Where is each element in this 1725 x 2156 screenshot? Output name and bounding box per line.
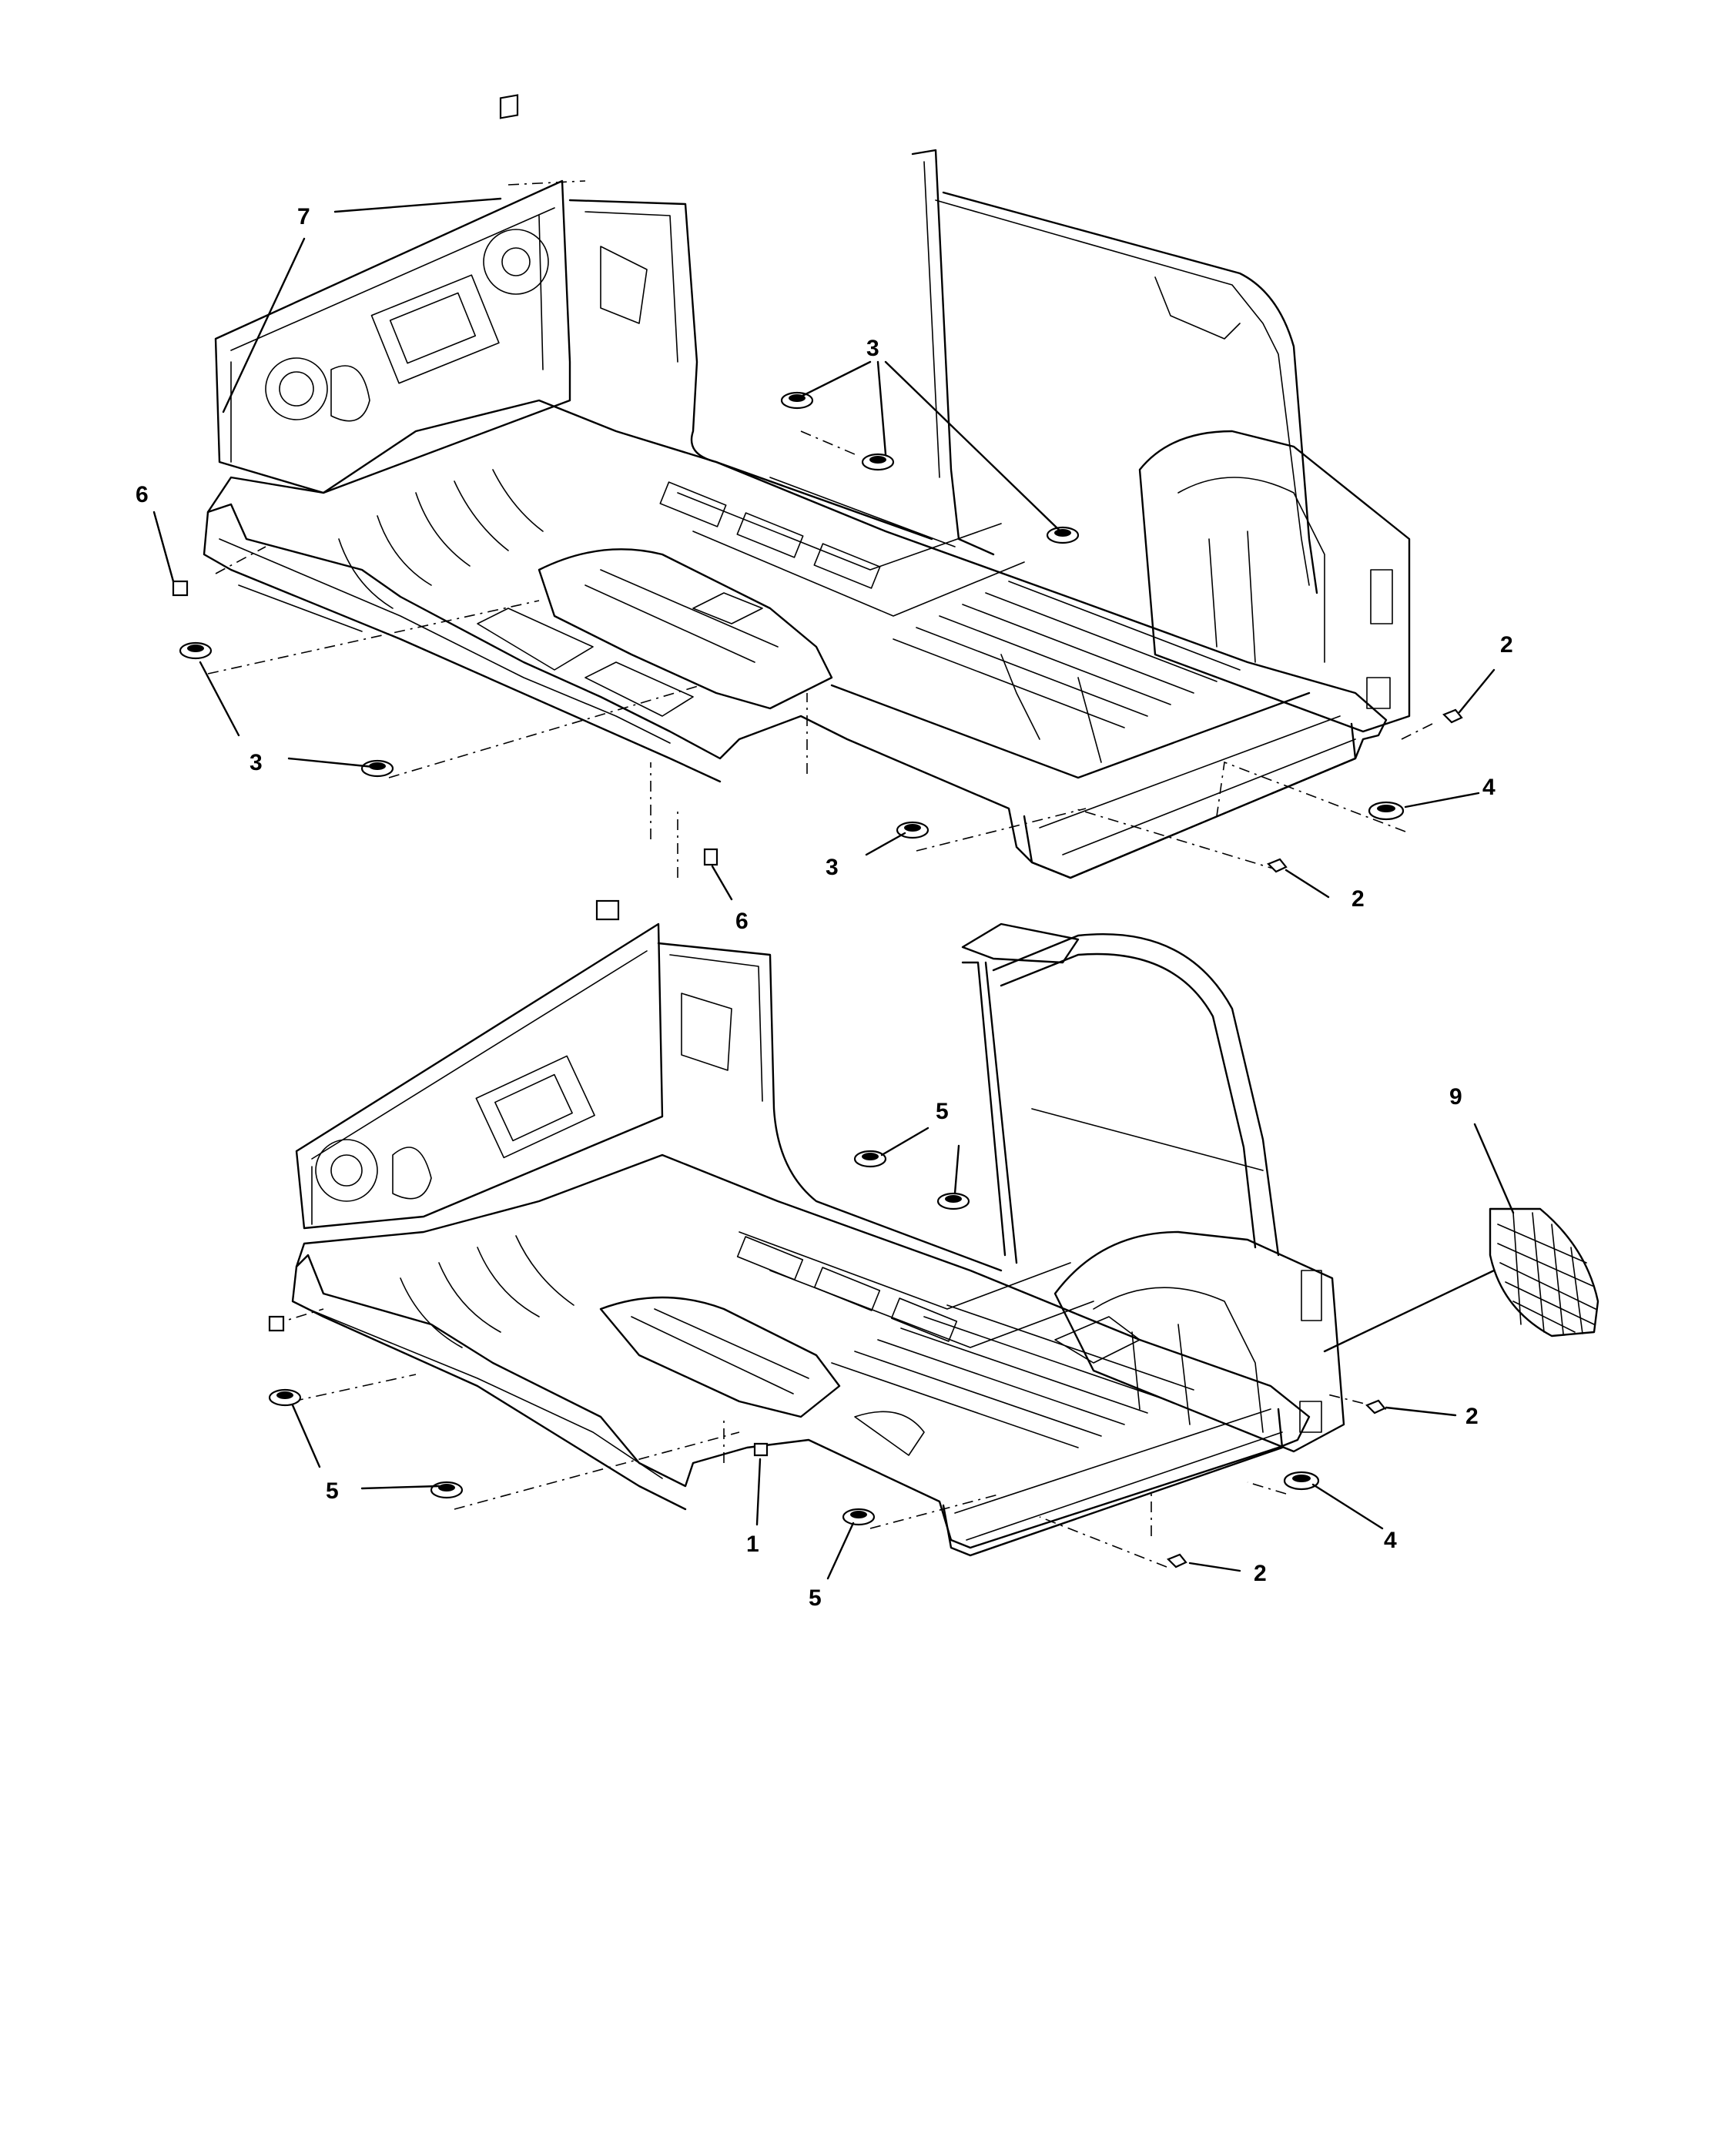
upper-firewall (214, 179, 571, 494)
callout-2: 2 (1352, 886, 1365, 912)
callout-4: 4 (1482, 775, 1496, 800)
callout-2: 2 (1465, 1404, 1479, 1429)
plug-6 (703, 848, 718, 866)
callout-3: 3 (250, 750, 263, 775)
callout-1: 1 (746, 1532, 759, 1557)
upper-floor-pan-assembly (203, 149, 1411, 879)
plug-2 (1365, 1399, 1386, 1414)
leader-lines (152, 197, 1515, 1580)
lower-floor-pan-assembly (291, 922, 1345, 1557)
plug-7 (499, 94, 519, 119)
callout-6: 6 (136, 482, 149, 507)
lower-reference-lines (273, 1308, 1387, 1568)
callout-5: 5 (326, 1478, 339, 1504)
plug-6 (172, 580, 189, 597)
callout-4: 4 (1384, 1528, 1397, 1553)
callout-7: 7 (297, 204, 310, 229)
callout-3: 3 (866, 336, 879, 361)
upper-floor-outline (206, 399, 1388, 879)
part-9-grille (1489, 1207, 1599, 1337)
callout-5: 5 (936, 1099, 949, 1124)
upper-reference-lines (207, 180, 1433, 878)
plug-2 (1442, 708, 1463, 724)
lower-floor-outline (295, 1153, 1311, 1549)
plug-1 (753, 1442, 769, 1457)
callout-3: 3 (826, 855, 839, 880)
callout-5: 5 (809, 1585, 822, 1611)
callout-2: 2 (1254, 1561, 1267, 1586)
plug-6 (268, 1315, 285, 1332)
callout-9: 9 (1449, 1084, 1462, 1110)
lower-plugs (268, 899, 1599, 1568)
callout-2: 2 (1500, 632, 1513, 658)
plug-6 (595, 899, 620, 921)
plug-2 (1267, 858, 1288, 873)
upper-plugs (172, 94, 1463, 873)
callout-labels: 7 6 3 3 3 2 4 2 6 5 9 2 5 1 5 4 2 (136, 204, 1513, 1611)
callout-6: 6 (735, 909, 749, 934)
plug-2 (1167, 1553, 1187, 1568)
